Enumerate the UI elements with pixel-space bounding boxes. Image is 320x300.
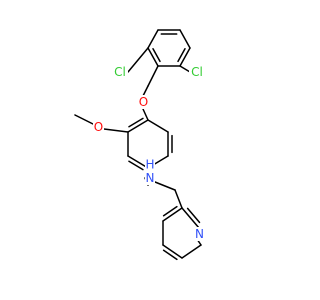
cl-left-label: Cl — [114, 65, 126, 79]
atom-o-methoxy: O — [93, 120, 104, 134]
bond-16 — [147, 119, 169, 133]
bond-28 — [181, 207, 200, 229]
bond-25 — [162, 244, 183, 259]
bond-7 — [179, 65, 191, 73]
amine-hydrogen-label: H — [145, 158, 154, 172]
bond-6 — [127, 47, 149, 73]
bond-23 — [162, 207, 183, 222]
bond-9 — [142, 85, 149, 97]
bond-21 — [154, 181, 176, 191]
bond-10 — [142, 108, 149, 121]
atom-label-layer: Cl Cl O O H N N — [93, 65, 205, 241]
atom-o-ether: O — [138, 95, 149, 109]
bond-18 — [74, 114, 94, 125]
bond-11 — [127, 119, 149, 133]
bond-26 — [181, 244, 202, 259]
bond-2-double — [177, 48, 186, 63]
atom-nh-hydrogen: H — [145, 158, 155, 172]
bond-1 — [179, 29, 191, 49]
amine-nitrogen-label: N — [146, 171, 155, 185]
bond-17 — [103, 128, 129, 133]
bond-layer — [74, 29, 202, 261]
bond-11-double — [128, 117, 144, 128]
atom-cl-right: Cl — [189, 65, 205, 79]
atom-n-amine: N — [145, 171, 155, 185]
bond-22 — [174, 189, 183, 209]
bond-25-double — [162, 249, 178, 261]
cl-right-label: Cl — [191, 65, 203, 79]
atom-cl-left: Cl — [112, 65, 128, 79]
bond-13-double — [128, 160, 144, 171]
o-methoxy-label: O — [94, 120, 103, 134]
o-ether-label: O — [139, 95, 148, 109]
molecule-structure-diagram: Cl Cl O O H N N — [74, 29, 205, 261]
bond-4-double — [152, 48, 161, 63]
atom-n-pyridine: N — [194, 227, 205, 241]
bond-2 — [179, 47, 191, 67]
bond-8 — [147, 65, 159, 87]
bond-28-double — [186, 207, 201, 224]
bond-5 — [147, 29, 159, 49]
bond-13 — [127, 155, 149, 169]
pyridine-nitrogen-label: N — [195, 227, 204, 241]
bond-4 — [147, 47, 159, 67]
bond-23-double — [162, 205, 178, 217]
